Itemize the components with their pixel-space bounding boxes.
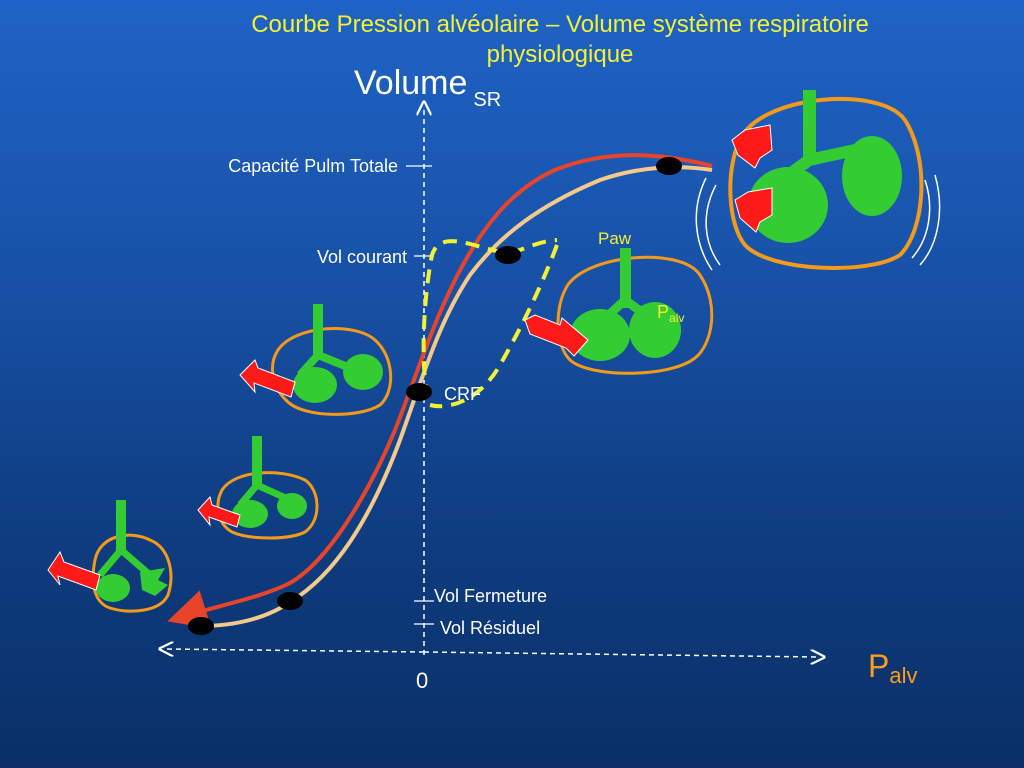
x-axis-label-text: P bbox=[868, 648, 890, 684]
lung-illustration-residual bbox=[47, 500, 173, 613]
x-axis bbox=[423, 652, 818, 657]
label-palv-small-sub: alv bbox=[669, 311, 685, 325]
label-crf: CRF bbox=[444, 384, 481, 404]
y-axis-label-text: Volume bbox=[354, 64, 468, 102]
lung-illustration-crf bbox=[239, 304, 393, 416]
point-crf bbox=[406, 383, 432, 401]
label-vol-courant: Vol courant bbox=[316, 247, 407, 267]
label-palv-small: Palv bbox=[657, 302, 684, 325]
x-axis-label: Palv bbox=[868, 648, 917, 689]
origin-label: 0 bbox=[416, 668, 429, 693]
label-paw: Paw bbox=[598, 229, 632, 248]
label-vol-fermeture: Vol Fermeture bbox=[434, 586, 548, 606]
point-residual bbox=[188, 617, 214, 635]
x-axis-label-subscript: alv bbox=[889, 663, 918, 688]
point-tidal bbox=[495, 246, 521, 264]
title-line-2: physiologique bbox=[486, 41, 634, 68]
deflation-curve bbox=[167, 153, 713, 629]
label-palv-small-p: P bbox=[657, 302, 670, 322]
point-tlc bbox=[656, 157, 682, 175]
lung-illustration-closure bbox=[197, 436, 319, 540]
label-vol-residuel: Vol Résiduel bbox=[440, 618, 541, 638]
lung-illustration-tidal bbox=[524, 248, 714, 375]
point-closure bbox=[277, 592, 303, 610]
y-axis-label-subscript: SR bbox=[473, 89, 502, 111]
tidal-loop-return bbox=[429, 244, 559, 409]
x-axis-negative bbox=[166, 649, 425, 652]
lung-illustration-tlc bbox=[695, 90, 941, 271]
diagram-title: Courbe Pression alvéolaire – Volume syst… bbox=[180, 10, 940, 70]
label-cpt: Capacité Pulm Totale bbox=[228, 156, 398, 176]
title-line-1: Courbe Pression alvéolaire – Volume syst… bbox=[251, 11, 869, 38]
